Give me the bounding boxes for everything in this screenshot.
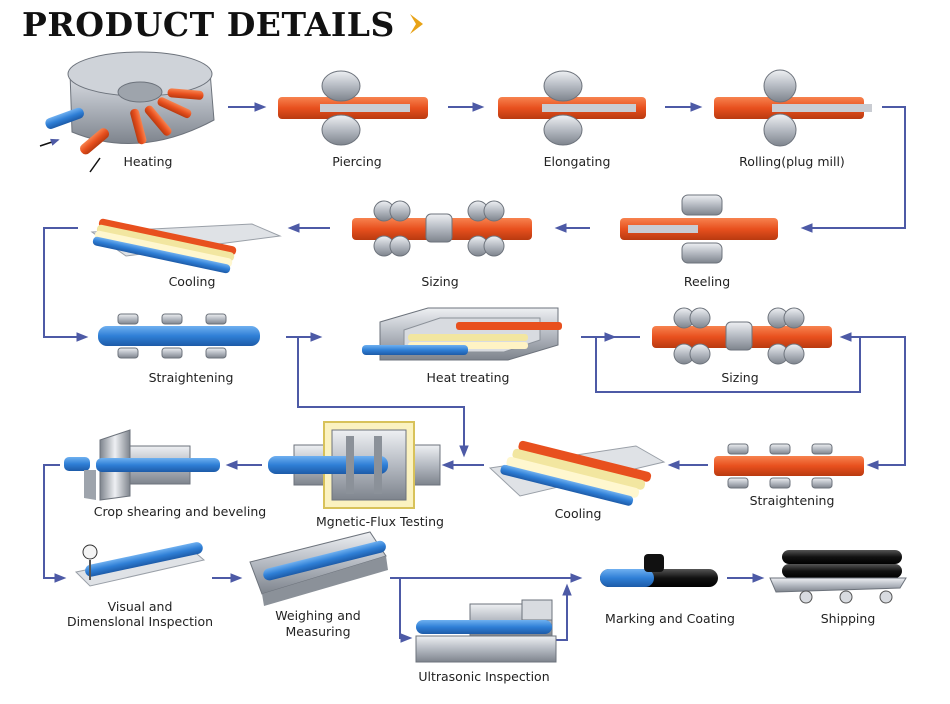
label-cooling-2: Cooling: [555, 506, 602, 521]
elongating-mill: [498, 70, 646, 146]
crop-shearing-machine: [64, 429, 220, 501]
label-shipping: Shipping: [821, 611, 876, 626]
ultrasonic-tester: [415, 599, 557, 663]
cooling-bed-2: [488, 440, 666, 506]
straightening-machine-1: [98, 313, 260, 359]
label-visual-line1: Visual and: [108, 599, 173, 614]
label-piercing: Piercing: [332, 154, 382, 169]
weighing-machine: [249, 531, 388, 606]
sizing-mill-1: [352, 200, 532, 257]
magnetic-flux-tester: [268, 421, 441, 509]
arrow-straightening-magnetic: [297, 337, 469, 458]
sizing-mill-2: [652, 307, 832, 365]
label-heating: Heating: [124, 154, 173, 169]
label-ultrasonic: Ultrasonic Inspection: [418, 669, 549, 684]
label-reeling: Reeling: [684, 274, 730, 289]
header: PRODUCT DETAILS: [22, 2, 427, 46]
reeling-mill: [620, 194, 778, 264]
label-straightening-2: Straightening: [750, 493, 835, 508]
label-weighing-line1: Weighing and: [275, 608, 360, 623]
label-elongating: Elongating: [544, 154, 611, 169]
label-weighing-line2: Measuring: [285, 624, 350, 639]
arrow-weighing-ultrasonic: [399, 578, 413, 643]
visual-inspection-bench: [74, 542, 206, 587]
label-rolling: Rolling(plug mill): [739, 154, 845, 169]
label-sizing-1: Sizing: [421, 274, 458, 289]
arrow-crop-visual: [43, 464, 67, 583]
label-sizing-2: Sizing: [721, 370, 758, 385]
arrow-ultrasonic-marking: [556, 583, 572, 641]
flow-arrows: [43, 102, 906, 643]
heat-treating-furnace: [362, 307, 562, 361]
straightening-machine-2: [714, 443, 864, 489]
label-visual-line2: Dimenslonal Inspection: [67, 614, 213, 629]
chevron-right-icon: [409, 14, 423, 34]
shipping-cart: [769, 550, 907, 604]
label-cooling-1: Cooling: [169, 274, 216, 289]
page-title: PRODUCT DETAILS: [22, 4, 395, 44]
cooling-bed-1: [90, 218, 282, 274]
marking-coating-pipe: [600, 554, 718, 587]
arrow-sizing-straightening: [842, 336, 906, 470]
rolling-plug-mill: [714, 69, 872, 147]
label-crop-shearing: Crop shearing and beveling: [94, 504, 266, 519]
label-heat-treating: Heat treating: [427, 370, 510, 385]
arrow-cooling-straightening: [43, 227, 89, 342]
piercing-mill: [278, 70, 428, 146]
arrow-rolling-reeling: [800, 106, 906, 233]
label-straightening-1: Straightening: [149, 370, 234, 385]
heating-furnace: [39, 51, 215, 173]
label-magnetic-flux: Mgnetic-Flux Testing: [316, 514, 444, 529]
label-marking: Marking and Coating: [605, 611, 735, 626]
